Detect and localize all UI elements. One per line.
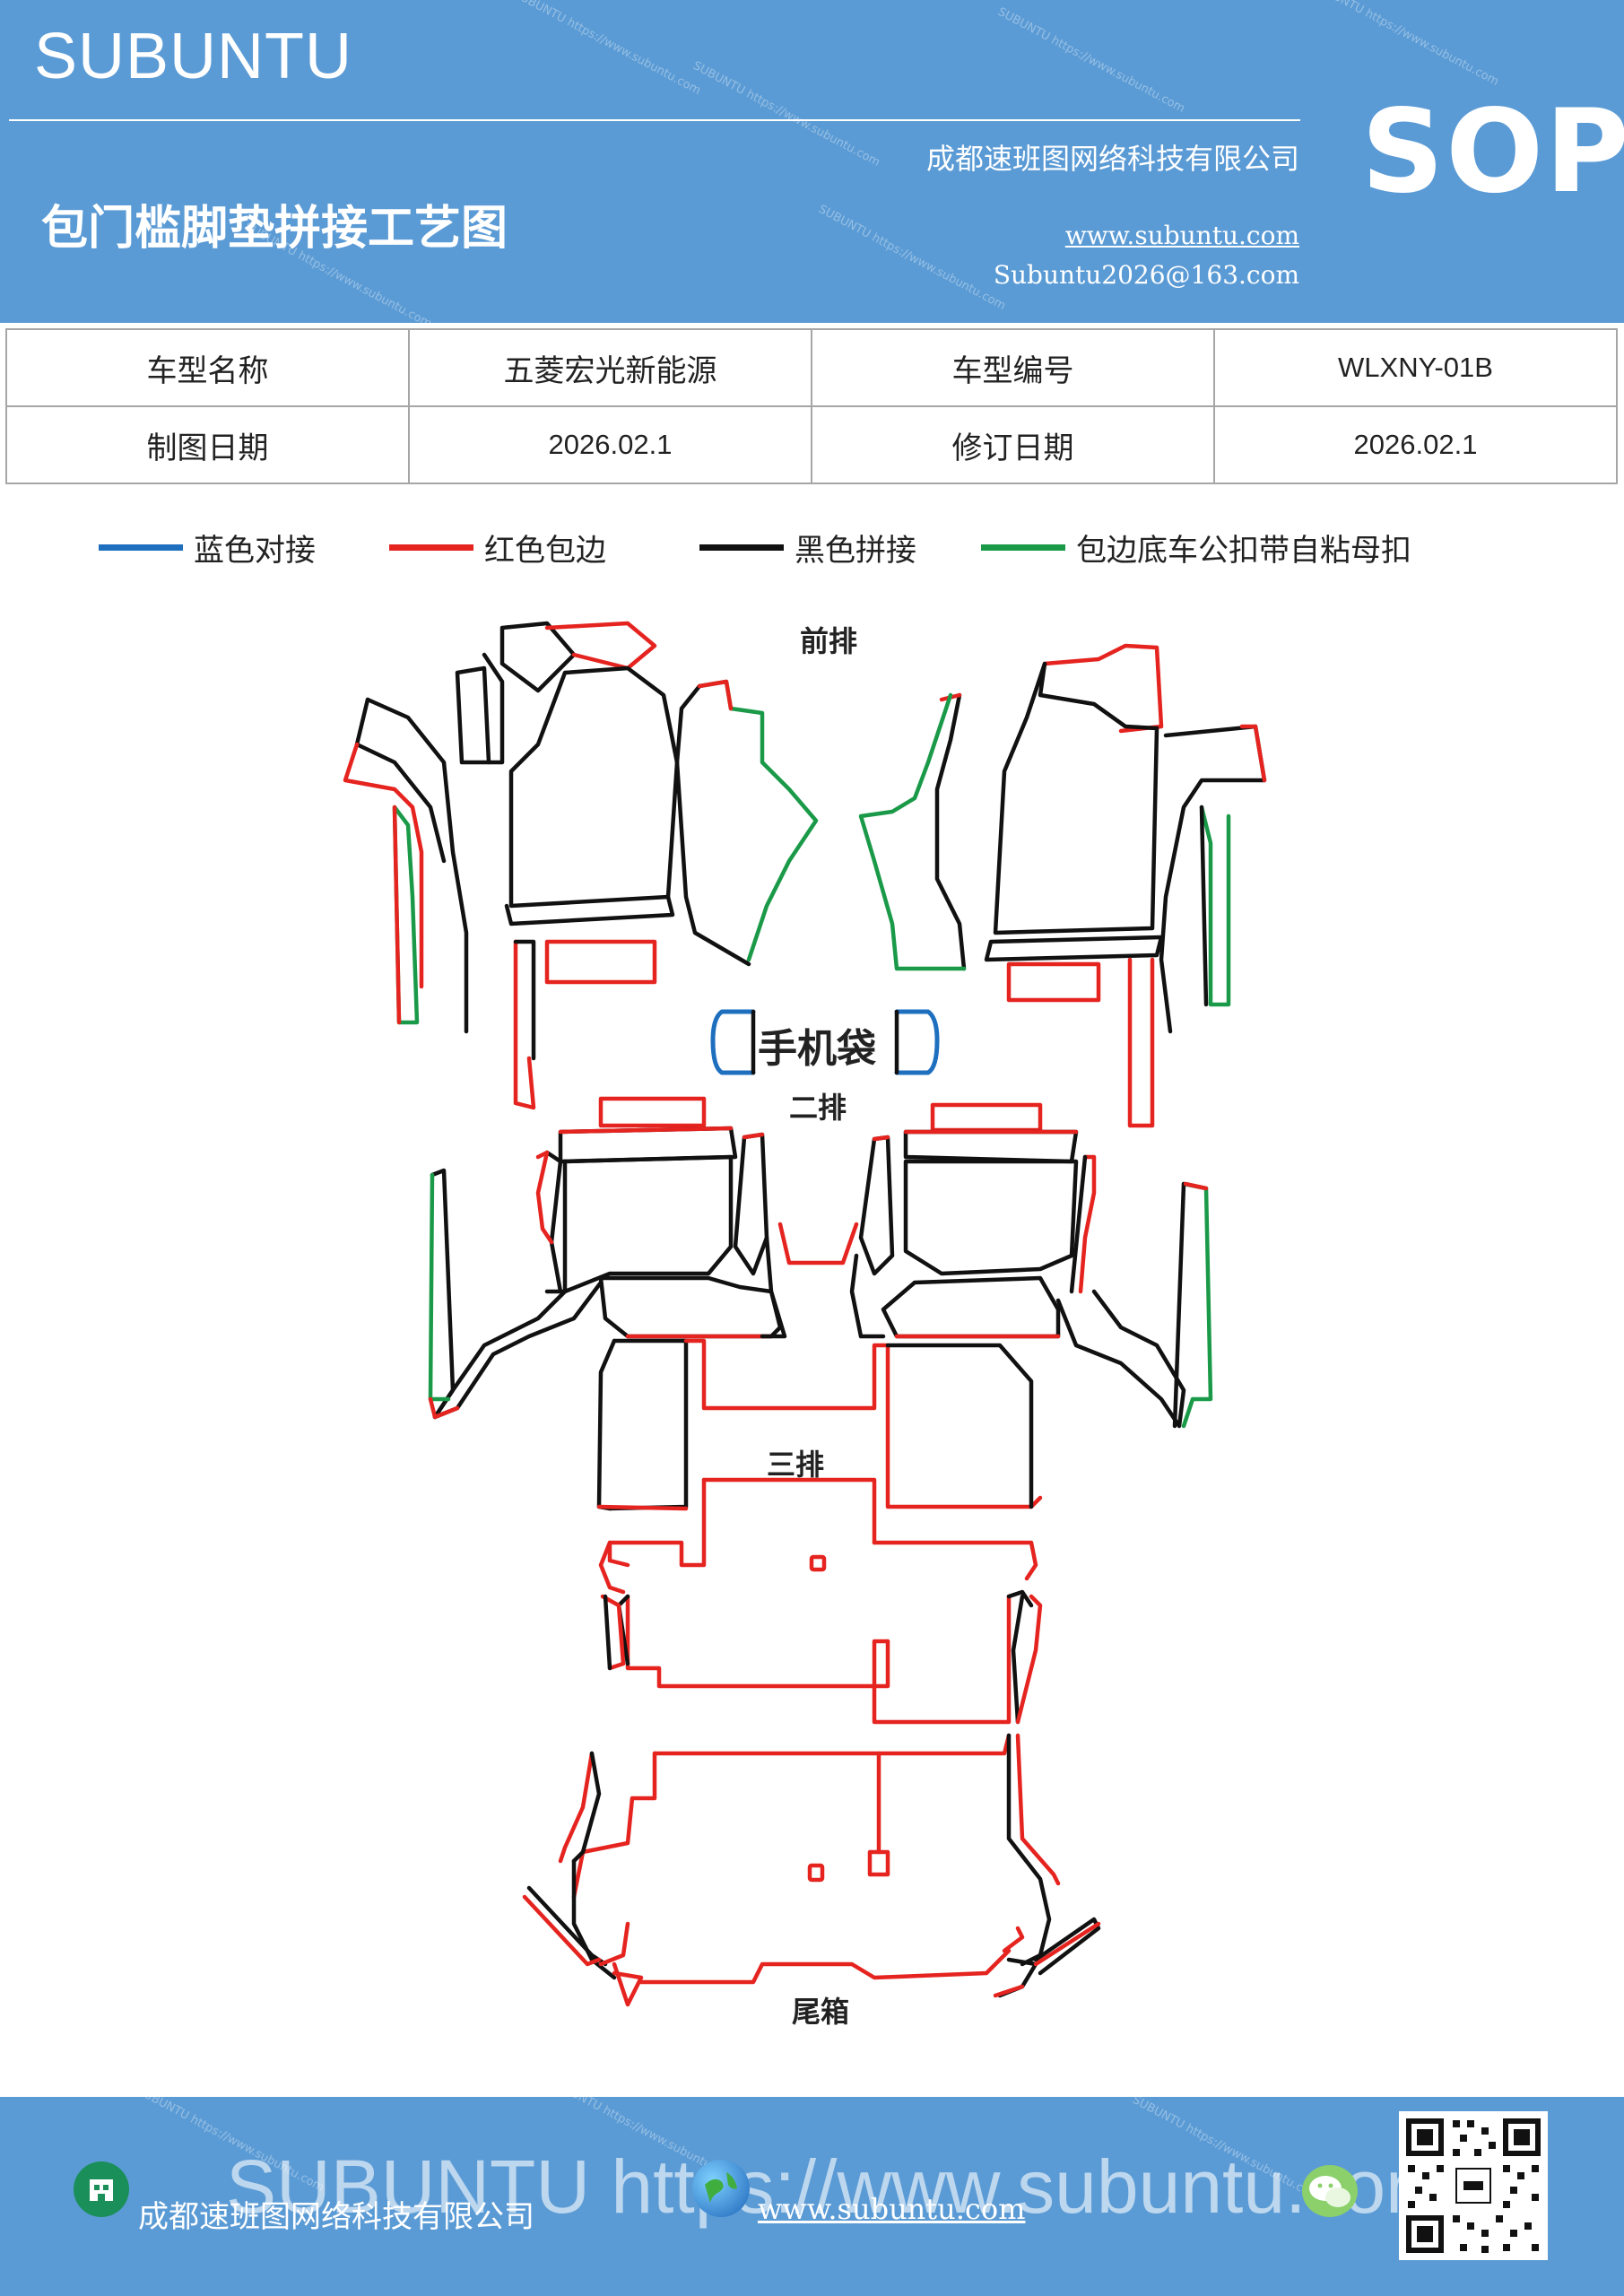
cell-label: 修订日期	[811, 405, 1215, 484]
legend-label: 蓝色对接	[194, 532, 316, 569]
legend-item-blue: 蓝色对接	[99, 525, 316, 570]
wechat-icon	[1302, 2165, 1358, 2217]
company-name: 成都速班图网络科技有限公司	[925, 142, 1299, 176]
watermark-text: SUBUNTU https://www.subuntu.com	[511, 0, 703, 99]
legend-item-green: 包边底车公扣带自粘母扣	[981, 525, 1411, 570]
table-row: 制图日期 2026.02.1 修订日期 2026.02.1	[5, 405, 1618, 484]
contact-email[interactable]: Subuntu2026@163.com	[993, 260, 1299, 290]
sop-badge: SOP	[1361, 85, 1624, 219]
legend-item-black: 黑色拼接	[699, 525, 916, 570]
page-title: 包门槛脚垫拼接工艺图	[41, 202, 508, 256]
vehicle-info-table: 车型名称 五菱宏光新能源 车型编号 WLXNY-01B 制图日期 2026.02…	[5, 328, 1618, 484]
cell-label: 制图日期	[5, 405, 410, 484]
watermark-text: SUBUNTU https://www.subuntu.com	[816, 202, 1008, 314]
watermark-text: SUBUNTU https://www.subuntu.com	[690, 58, 882, 170]
header-divider	[9, 119, 1300, 121]
legend-label: 包边底车公扣带自粘母扣	[1076, 532, 1411, 569]
trunk-pieces	[522, 1733, 1101, 2007]
row-label-front: 前排	[800, 624, 858, 658]
cell-value: 五菱宏光新能源	[408, 328, 812, 407]
watermark-text: SUBUNTU https://www.subuntu.com	[995, 4, 1187, 117]
legend-label: 黑色拼接	[795, 532, 916, 569]
qr-code-image	[1399, 2111, 1548, 2260]
legend-swatch	[981, 544, 1065, 551]
page-footer: SUBUNTU https://www.subuntu.com SUBUNTU …	[0, 2097, 1624, 2296]
legend-swatch	[99, 544, 183, 551]
floor-mat-diagram	[343, 621, 1267, 2007]
row-label-third: 三排	[767, 1448, 825, 1482]
front-left-pieces	[343, 621, 819, 1110]
legend-swatch	[699, 544, 784, 551]
cell-value: 2026.02.1	[1213, 405, 1618, 484]
table-row: 车型名称 五菱宏光新能源 车型编号 WLXNY-01B	[5, 328, 1618, 407]
globe-icon	[692, 2160, 750, 2217]
legend-swatch	[389, 544, 473, 551]
phone-pocket-pieces	[710, 1009, 940, 1075]
phone-pocket-label: 手机袋	[758, 1026, 876, 1072]
row-label-second: 二排	[789, 1091, 847, 1125]
second-row-pieces	[428, 1096, 1213, 1429]
cell-value: 2026.02.1	[408, 405, 812, 484]
cell-label: 车型名称	[5, 328, 410, 407]
footer-watermark-text: SUBUNTU https://www.subuntu.com	[226, 2144, 1449, 2229]
legend-item-red: 红色包边	[389, 525, 606, 570]
website-link[interactable]: www.subuntu.com	[1064, 221, 1299, 250]
footer-company-name: 成都速班图网络科技有限公司	[138, 2199, 534, 2235]
brand-logo-text: SUBUNTU	[34, 21, 353, 92]
cell-label: 车型编号	[811, 328, 1215, 407]
footer-website-link[interactable]: www.subuntu.com	[758, 2192, 1026, 2226]
row-label-trunk: 尾箱	[792, 1995, 850, 2029]
cell-value: WLXNY-01B	[1213, 328, 1618, 407]
legend-label: 红色包边	[484, 532, 606, 569]
watermark-text: SUBUNTU https://www.subuntu.com	[1309, 0, 1501, 90]
page-header: SUBUNTU https://www.subuntu.com SUBUNTU …	[0, 0, 1624, 323]
front-right-pieces	[858, 643, 1267, 1128]
third-row-pieces	[596, 1338, 1043, 1725]
building-icon	[74, 2161, 129, 2217]
